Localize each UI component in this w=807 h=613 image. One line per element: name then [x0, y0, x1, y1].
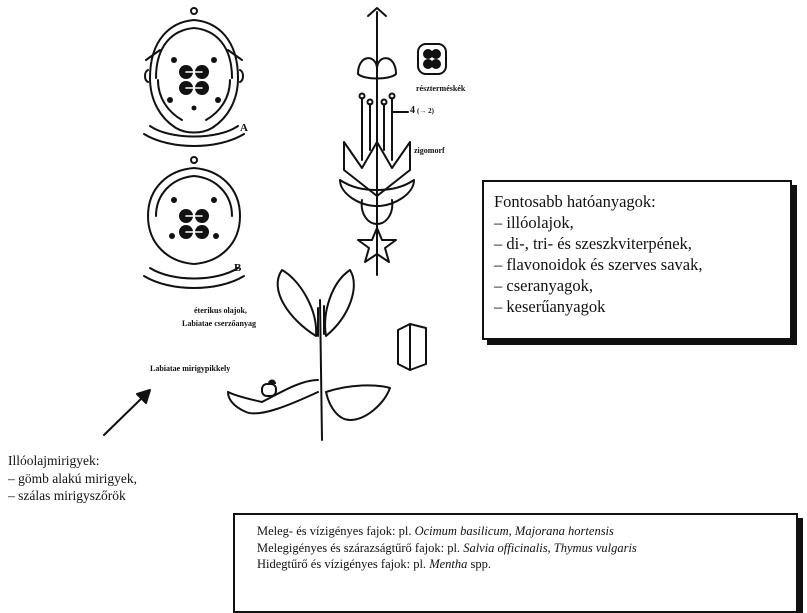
- active-compounds-box: Fontosabb hatóanyagok: – illóolajok, – d…: [482, 180, 792, 340]
- arrow-icon: [104, 390, 150, 435]
- species-row-prefix: Melegigényes és szárazságtűrő fajok: pl.: [257, 541, 463, 555]
- oil-glands-title: Illóolajmirigyek:: [8, 452, 137, 470]
- species-row: Hidegtűrő és vízigényes fajok: pl. Menth…: [257, 556, 796, 573]
- species-names: Mentha: [429, 557, 467, 571]
- species-row-prefix: Meleg- és vízigényes fajok: pl.: [257, 524, 415, 538]
- mericarps-label: részterméskék: [416, 84, 465, 93]
- active-compounds-title: Fontosabb hatóanyagok:: [494, 191, 790, 212]
- compound-item: – illóolajok,: [494, 212, 790, 233]
- zygomorphic-label: zigomorf: [414, 146, 445, 155]
- species-row-prefix: Hidegtűrő és vízigényes fajok: pl.: [257, 557, 429, 571]
- flower-section-drawing: [340, 8, 414, 275]
- species-row-suffix: spp.: [467, 557, 491, 571]
- species-names: Ocimum basilicum, Majorana hortensis: [415, 524, 614, 538]
- glandular-scale-label: Labiatae mirigypikkely: [150, 364, 230, 373]
- compound-item: – cseranyagok,: [494, 275, 790, 296]
- essential-oils-label: éterikus olajok,: [194, 306, 247, 315]
- compound-item: – keserűanyagok: [494, 296, 790, 317]
- gland-type-item: – szálas mirigyszőrök: [8, 487, 137, 505]
- stem-leaves-drawing: [228, 270, 426, 440]
- stamens-label: 4 (→ 2): [410, 105, 434, 116]
- gland-type-item: – gömb alakú mirigyek,: [8, 470, 137, 488]
- species-requirements-box: Meleg- és vízigényes fajok: pl. Ocimum b…: [233, 513, 798, 613]
- mericarp-icon: [418, 44, 446, 74]
- tannin-label: Labiatae cserzőanyag: [182, 319, 256, 328]
- compound-item: – di-, tri- és szeszkviterpének,: [494, 233, 790, 254]
- floral-diagram-a: [144, 8, 244, 146]
- species-row: Melegigényes és szárazságtűrő fajok: pl.…: [257, 540, 796, 557]
- stamens-note: (→ 2): [417, 107, 434, 115]
- figure-label-b: B: [234, 262, 241, 274]
- species-names: Salvia officinalis, Thymus vulgaris: [463, 541, 637, 555]
- species-row: Meleg- és vízigényes fajok: pl. Ocimum b…: [257, 523, 796, 540]
- floral-diagram-b: [144, 157, 244, 288]
- oil-glands-note: Illóolajmirigyek: – gömb alakú mirigyek,…: [8, 452, 137, 505]
- compound-item: – flavonoidok és szerves savak,: [494, 254, 790, 275]
- stamens-number: 4: [410, 105, 415, 116]
- figure-label-a: A: [240, 122, 248, 134]
